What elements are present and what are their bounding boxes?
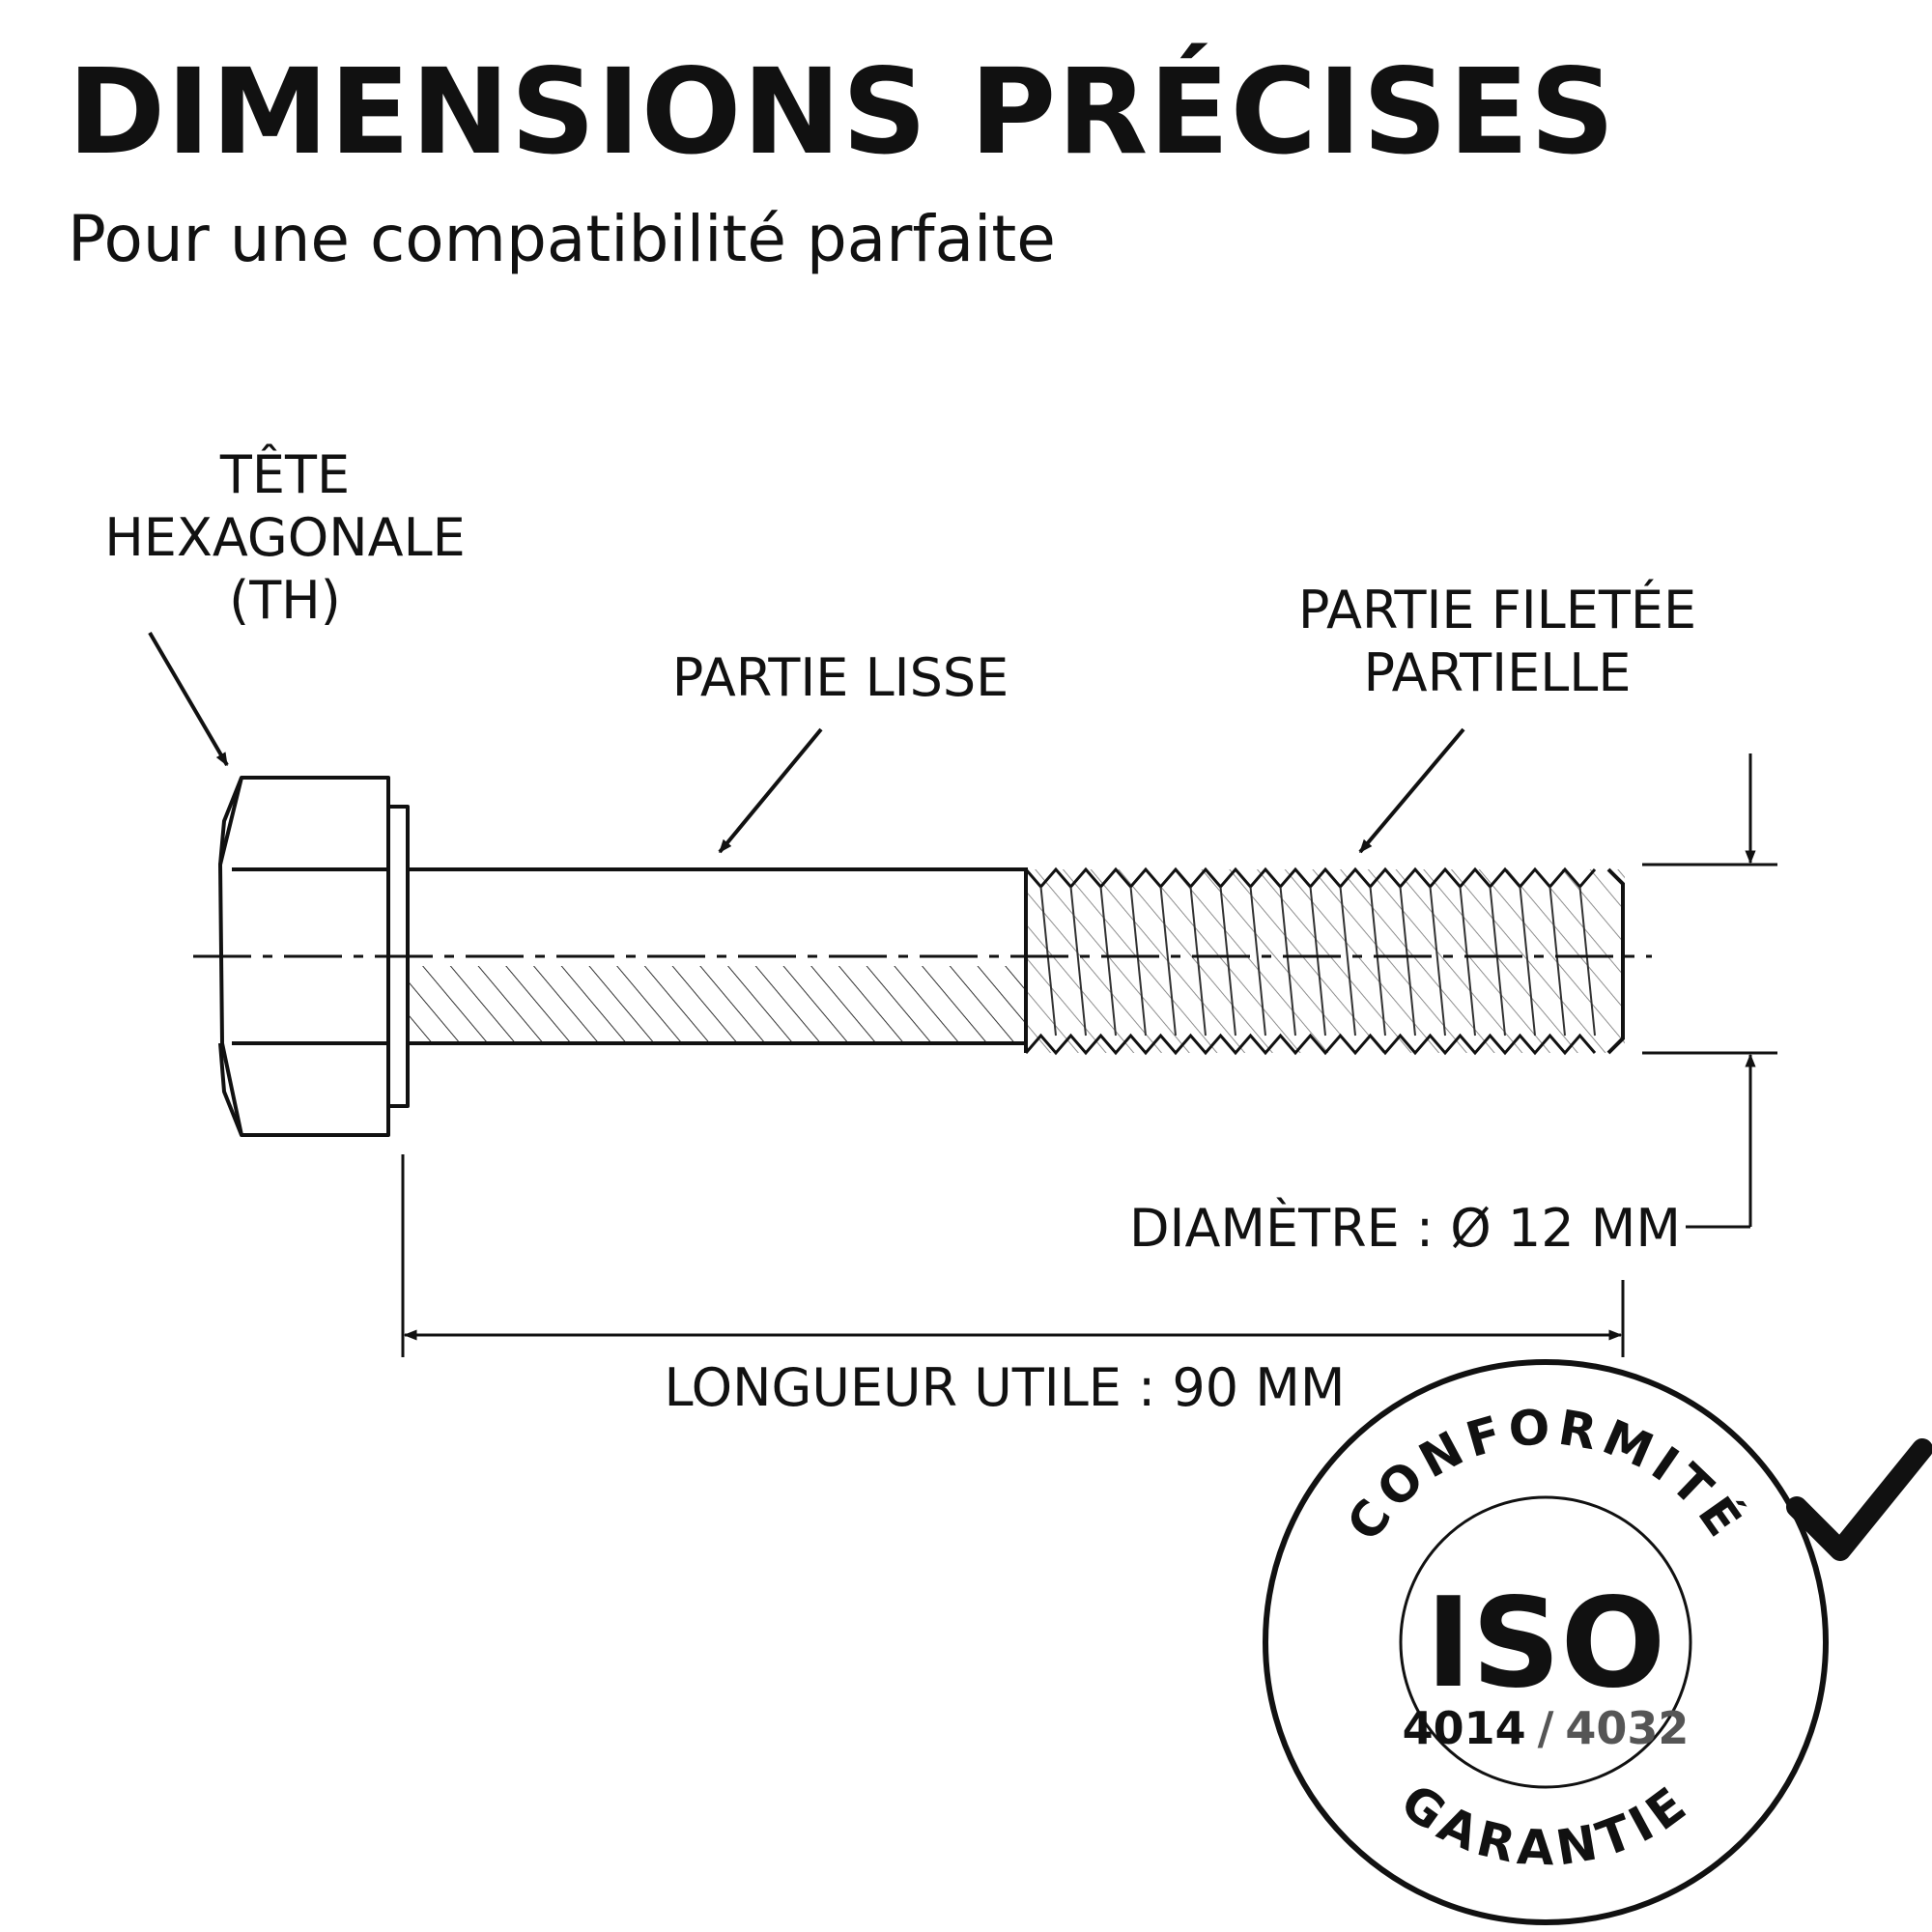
thread-line bbox=[1069, 886, 1087, 1037]
thread-line bbox=[1309, 886, 1326, 1037]
thread-line bbox=[1519, 886, 1536, 1037]
thread-line bbox=[1459, 886, 1476, 1037]
thread-line bbox=[1279, 886, 1296, 1037]
thread-line bbox=[1219, 886, 1236, 1037]
thread-line bbox=[1369, 886, 1386, 1037]
thread-line bbox=[1339, 886, 1356, 1037]
smooth-arrow bbox=[718, 727, 823, 854]
head-label: TÊTE HEXAGONALE (TH) bbox=[77, 444, 493, 632]
thread-line bbox=[1129, 886, 1147, 1037]
head-label-line-2: HEXAGONALE bbox=[104, 506, 466, 568]
thread-line bbox=[1578, 886, 1596, 1037]
thread-line bbox=[1159, 886, 1177, 1037]
thread-arrow bbox=[1358, 727, 1465, 854]
length-label: LONGUEUR UTILE : 90 MM bbox=[664, 1357, 1346, 1418]
thread-label-line-1: PARTIE FILETÉE bbox=[1297, 580, 1697, 640]
length-dimension bbox=[401, 1154, 1625, 1357]
thread-line bbox=[1039, 886, 1057, 1037]
page-title: DIMENSIONS PRÉCISES bbox=[68, 43, 1616, 181]
threaded-part bbox=[1024, 867, 1625, 1056]
thread-line bbox=[1189, 886, 1207, 1037]
diameter-label: DIAMÈTRE : Ø 12 MM bbox=[1128, 1198, 1681, 1259]
thread-label: PARTIE FILETÉE PARTIELLE bbox=[1256, 580, 1739, 705]
thread-line bbox=[1429, 886, 1446, 1037]
thread-line bbox=[1399, 886, 1416, 1037]
head-label-line-1: TÊTE bbox=[219, 444, 351, 505]
smooth-label: PARTIE LISSE bbox=[671, 647, 1009, 708]
thread-line bbox=[1548, 886, 1566, 1037]
thread-line bbox=[1489, 886, 1506, 1037]
smooth-shank bbox=[406, 867, 1028, 1045]
thread-label-line-2: PARTIELLE bbox=[1363, 641, 1632, 703]
thread-line bbox=[1099, 886, 1117, 1037]
head-arrow bbox=[148, 631, 229, 767]
thread-line bbox=[1249, 886, 1266, 1037]
page-subtitle: Pour une compatibilité parfaite bbox=[68, 202, 1056, 276]
head-label-line-3: (TH) bbox=[229, 569, 341, 631]
diameter-dimension bbox=[1642, 753, 1777, 1229]
